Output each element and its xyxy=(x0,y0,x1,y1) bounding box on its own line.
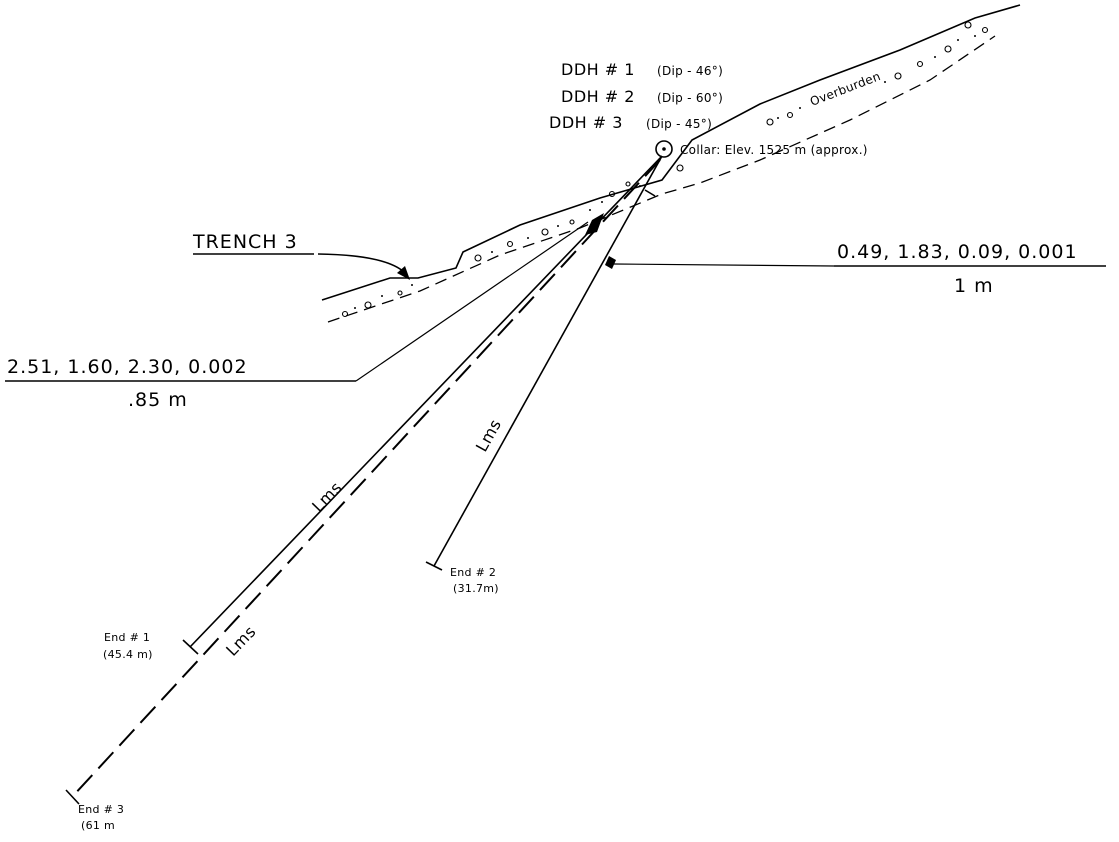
rock-label-hole1: Lms xyxy=(308,478,346,516)
collar-center xyxy=(662,147,666,151)
ddh-3-trace xyxy=(71,159,661,798)
end-1-depth: (45.4 m) xyxy=(103,648,153,661)
trench-label: TRENCH 3 xyxy=(192,231,298,253)
collar-symbol xyxy=(655,140,673,158)
assay-right-leader xyxy=(613,263,835,267)
end-3-depth: (61 m xyxy=(81,819,115,832)
assay-right-width: 1 m xyxy=(954,275,994,297)
ddh-2-dip: (Dip - 60°) xyxy=(657,91,723,105)
bedrock-contact-line xyxy=(327,35,996,323)
bedrock-tick xyxy=(644,189,656,197)
overburden-label: Overburden xyxy=(808,69,882,109)
end-2-label: End # 2 xyxy=(450,566,496,579)
ddh-1-trace xyxy=(189,155,663,648)
assay-right-values: 0.49, 1.83, 0.09, 0.001 xyxy=(837,241,1078,263)
ddh-1-dip: (Dip - 46°) xyxy=(657,64,723,78)
ddh-2-trace xyxy=(433,155,663,567)
assay-left-leader xyxy=(355,221,589,382)
ddh-1-label: DDH # 1 xyxy=(561,60,635,79)
trench-arrowhead xyxy=(397,266,410,280)
end-1-label: End # 1 xyxy=(104,631,150,644)
end-2-depth: (31.7m) xyxy=(453,582,499,595)
ddh-1-assay-interval xyxy=(585,213,604,235)
ddh-3-dip: (Dip - 45°) xyxy=(646,117,712,131)
ddh-2-end-tick xyxy=(425,561,443,571)
ddh-3-end-tick xyxy=(65,789,80,805)
overburden-dots xyxy=(354,35,976,309)
ddh-3-label: DDH # 3 xyxy=(549,113,623,132)
ddh-1-end-tick xyxy=(182,639,199,655)
ddh-2-label: DDH # 2 xyxy=(561,87,635,106)
rock-label-hole2: Lms xyxy=(472,416,505,455)
overburden-texture xyxy=(341,21,989,318)
assay-left-values: 2.51, 1.60, 2.30, 0.002 xyxy=(7,356,248,378)
trench-leader xyxy=(317,253,405,273)
ddh-2-assay-interval xyxy=(605,256,616,269)
end-3-label: End # 3 xyxy=(78,803,124,816)
assay-left-width: .85 m xyxy=(128,389,188,411)
collar-label: Collar: Elev. 1525 m (approx.) xyxy=(680,143,868,157)
